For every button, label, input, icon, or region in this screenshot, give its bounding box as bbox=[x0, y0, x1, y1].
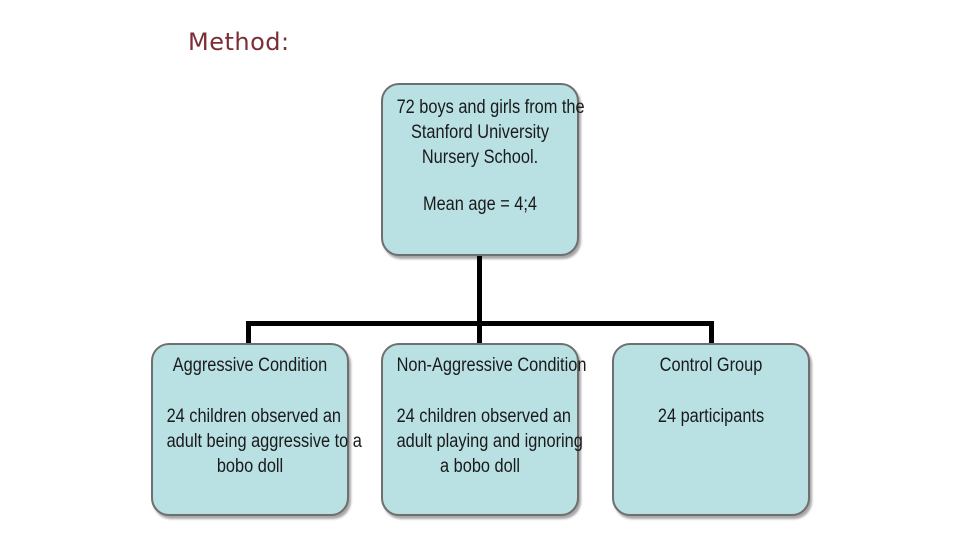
node-line: a bobo doll bbox=[440, 456, 520, 477]
node-line: bobo doll bbox=[216, 456, 284, 477]
node-aggressive-condition: Aggressive Condition 24 children observe… bbox=[151, 343, 362, 516]
connector-to-control bbox=[709, 321, 714, 345]
node-heading: Aggressive Condition bbox=[172, 355, 328, 376]
root-node-participants: 72 boys and girls from the Stanford Univ… bbox=[381, 83, 585, 256]
node-heading: Control Group bbox=[659, 355, 763, 376]
node-non-aggressive-condition: Non-Aggressive Condition 24 children obs… bbox=[381, 343, 587, 516]
connector-to-aggressive bbox=[246, 321, 251, 345]
node-line: 24 participants bbox=[657, 406, 765, 427]
node-line: 24 children observed an bbox=[166, 406, 341, 427]
node-control-group: Control Group 24 participants bbox=[612, 343, 810, 516]
node-line: adult playing and ignoring bbox=[396, 431, 583, 452]
root-line: Stanford University bbox=[410, 122, 550, 143]
connector-to-non-aggressive bbox=[477, 321, 482, 345]
root-line: 72 boys and girls from the bbox=[396, 97, 585, 118]
node-line: adult being aggressive to a bbox=[166, 431, 362, 452]
root-line: Nursery School. bbox=[421, 147, 539, 168]
slide-title: Method: bbox=[188, 28, 290, 56]
connector-root-stem bbox=[477, 256, 482, 326]
root-mean-age: Mean age = 4;4 bbox=[422, 194, 538, 215]
node-line: 24 children observed an bbox=[396, 406, 571, 427]
node-heading: Non-Aggressive Condition bbox=[396, 355, 587, 376]
